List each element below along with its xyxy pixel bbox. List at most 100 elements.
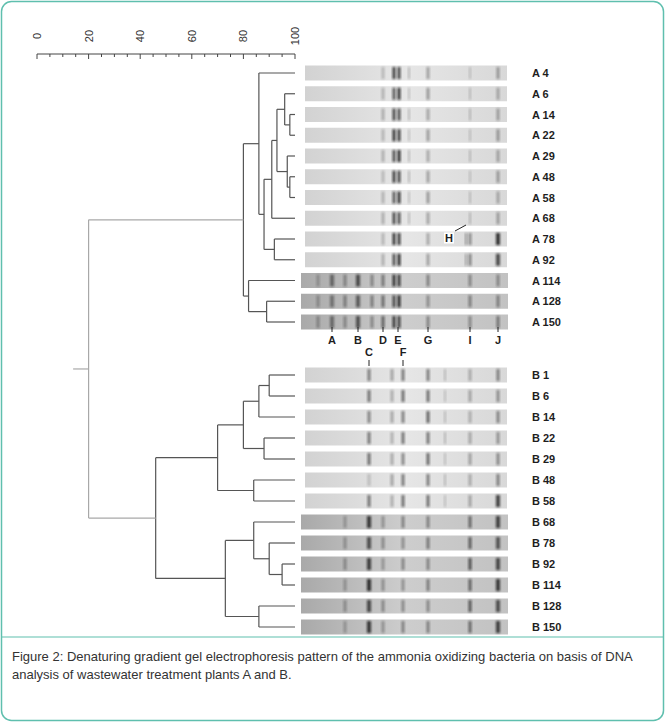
dendrogram-branch	[243, 401, 258, 402]
dna-band	[427, 150, 430, 162]
dna-band	[469, 600, 472, 612]
lane-background	[305, 431, 507, 446]
dendrogram-branch	[287, 155, 295, 156]
dendrogram-branch	[277, 171, 287, 172]
dna-band	[382, 109, 385, 121]
dna-band	[497, 109, 500, 121]
lane-label: A 29	[532, 151, 555, 162]
lane-label: B 48	[532, 475, 555, 486]
dna-band	[398, 212, 401, 224]
band-marker	[332, 327, 333, 332]
lane-background	[305, 452, 507, 467]
dna-band	[427, 537, 430, 549]
dna-band	[408, 109, 410, 121]
dna-band	[427, 516, 430, 528]
lane-label: A 78	[532, 234, 555, 245]
dna-band	[382, 537, 385, 549]
lane-background	[305, 494, 507, 509]
axis-label: 20	[83, 30, 94, 42]
caption-divider	[2, 636, 664, 637]
gel-lane	[305, 107, 507, 122]
dendrogram-branch	[259, 72, 295, 73]
dna-band	[496, 621, 500, 633]
lane-background	[301, 515, 508, 530]
axis-tick	[230, 54, 231, 57]
dna-band	[398, 129, 401, 141]
gel-lanes	[301, 66, 508, 635]
dna-band	[382, 67, 385, 79]
dendrogram-branch	[277, 109, 285, 110]
dna-band	[427, 212, 430, 224]
dendrogram-branch	[282, 563, 295, 564]
dna-band	[497, 129, 500, 141]
dendrogram-branch	[285, 93, 295, 94]
dna-band	[427, 558, 430, 570]
gel-lane	[305, 452, 507, 467]
gel-lane	[305, 389, 507, 404]
lane-label: A 14	[532, 109, 555, 120]
dna-band	[402, 474, 405, 486]
dendrogram-branch	[269, 542, 295, 543]
gel-lane	[301, 536, 508, 551]
dna-band	[427, 233, 430, 245]
dendrogram-branch	[259, 416, 295, 417]
dna-band	[427, 192, 430, 204]
dendrogram-branch	[259, 626, 295, 627]
dna-band	[393, 316, 396, 328]
dna-band	[382, 233, 385, 245]
dna-band	[330, 275, 334, 287]
dna-band	[497, 275, 500, 287]
dna-band	[496, 579, 500, 591]
dna-band	[382, 621, 385, 633]
dna-band	[402, 558, 405, 570]
dna-band	[496, 254, 500, 266]
dna-band	[427, 495, 430, 507]
dna-band	[497, 369, 500, 381]
dna-band	[398, 67, 401, 79]
dendrogram-branch	[218, 424, 244, 425]
dendrogram-branch	[89, 517, 156, 518]
dna-band	[398, 192, 401, 204]
dendrogram	[73, 73, 295, 627]
axis-tick	[140, 54, 141, 59]
gel-lane	[301, 578, 508, 593]
dna-band	[356, 275, 360, 287]
lane-label: B 68	[532, 517, 555, 528]
lane-label: A 128	[532, 296, 561, 307]
band-letter: B	[354, 335, 362, 346]
dendrogram-branch	[290, 176, 295, 177]
dna-band	[391, 432, 394, 444]
gel-lane	[305, 410, 507, 425]
dna-band	[402, 600, 405, 612]
dendrogram-branch	[272, 140, 277, 141]
dna-band	[393, 212, 396, 224]
dna-band	[444, 411, 446, 423]
dna-band	[368, 495, 371, 507]
dendrogram-branch	[264, 458, 295, 459]
axis-tick	[178, 54, 179, 57]
gel-lane	[301, 294, 508, 309]
dna-band	[398, 275, 401, 287]
dna-band	[393, 67, 396, 79]
gel-lane	[305, 232, 507, 247]
dendrogram-branch	[73, 368, 88, 369]
lane-label: A 22	[532, 130, 555, 141]
dna-band	[344, 295, 347, 307]
dna-band	[427, 129, 430, 141]
gel-lane	[301, 599, 508, 614]
lane-label: B 14	[532, 412, 555, 423]
axis-tick	[88, 54, 89, 59]
dna-band	[427, 67, 430, 79]
dna-band	[344, 316, 347, 328]
lane-label: B 6	[532, 391, 549, 402]
dna-band	[469, 254, 472, 266]
dendrogram-branch	[264, 179, 272, 180]
axis-tick	[204, 54, 205, 57]
dna-band	[368, 432, 371, 444]
lane-background	[305, 368, 507, 383]
dna-band	[497, 150, 500, 162]
dna-band	[497, 212, 500, 224]
axis-tick	[75, 54, 76, 57]
axis-tick	[191, 54, 192, 59]
dna-band	[497, 316, 500, 328]
